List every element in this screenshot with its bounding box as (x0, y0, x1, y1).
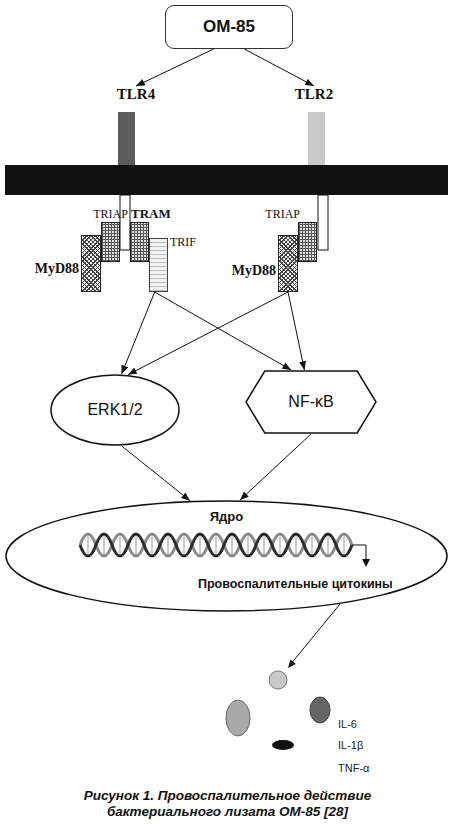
adaptor-protein: TRAM (130, 222, 149, 262)
adaptor-protein: TRIAP (298, 222, 317, 262)
cytokine-shape (310, 697, 330, 723)
receptor-node: TLR2 (288, 86, 340, 165)
receptor-tail (120, 195, 130, 250)
adaptor-protein: TRIF (149, 238, 168, 292)
node-text: TLR4 (110, 86, 162, 103)
signal-arrow (122, 292, 155, 374)
cytokine-label: TNF-α (338, 762, 369, 774)
node-text: TRIF (170, 235, 196, 250)
adaptor-protein: MyD88 (278, 235, 298, 292)
node-outline-shape (51, 375, 179, 445)
receptor-node: TLR4 (110, 86, 162, 165)
node-text: OM-85 (203, 17, 255, 37)
cytokine-shape (226, 700, 250, 736)
node-text: Провоспалительные цитокины (198, 577, 393, 591)
node-outline-shape (246, 371, 376, 433)
secretion-leader (290, 604, 340, 665)
figure-caption: Рисунок 1. Провоспалительное действие ба… (55, 788, 400, 820)
dna-strand (80, 534, 352, 556)
node-text: TRIAP (93, 207, 128, 222)
receptor-bar (118, 112, 135, 165)
receptor-tail (318, 195, 328, 250)
node-text: MyD88 (35, 261, 79, 277)
node-text: TLR2 (288, 86, 340, 103)
signal-arrow (155, 292, 292, 370)
dna-strand (80, 534, 352, 556)
cytokine-shape (269, 671, 287, 689)
kinase-ellipse: ERK1/2 (50, 374, 180, 446)
node-outline-shape (6, 501, 447, 611)
nucleus-ellipse: ЯдроПровоспалительные цитокины (5, 500, 448, 612)
dna-rungs (88, 534, 344, 556)
signal-arrow (128, 292, 288, 375)
node-text: Ядро (5, 509, 448, 524)
secretion-arrowhead (288, 660, 296, 668)
cytokine-label: IL-1β (338, 739, 363, 751)
receptor-bar (308, 112, 325, 165)
adaptor-protein: MyD88 (81, 235, 101, 292)
cytokine-shape (272, 740, 294, 750)
transcription-factor-hexagon: NF-κB (245, 370, 377, 434)
signal-arrow (122, 446, 191, 501)
cell-membrane (5, 165, 448, 195)
node-text: MyD88 (232, 263, 276, 279)
signal-arrow (244, 49, 314, 86)
signal-arrow (240, 434, 311, 500)
node-text: TRAM (131, 206, 171, 222)
signal-arrow (288, 292, 304, 370)
transcription-arrowhead (362, 559, 370, 567)
node-text: TRIAP (265, 207, 300, 222)
cytokine-label: IL-6 (338, 718, 357, 730)
node-text: ERK1/2 (87, 401, 142, 419)
adaptor-protein: TRIAP (101, 222, 120, 262)
node-text: NF-κB (288, 393, 333, 411)
stimulus-box: OM-85 (165, 5, 293, 49)
signal-arrow (136, 49, 214, 86)
transcription-bracket (352, 545, 366, 560)
